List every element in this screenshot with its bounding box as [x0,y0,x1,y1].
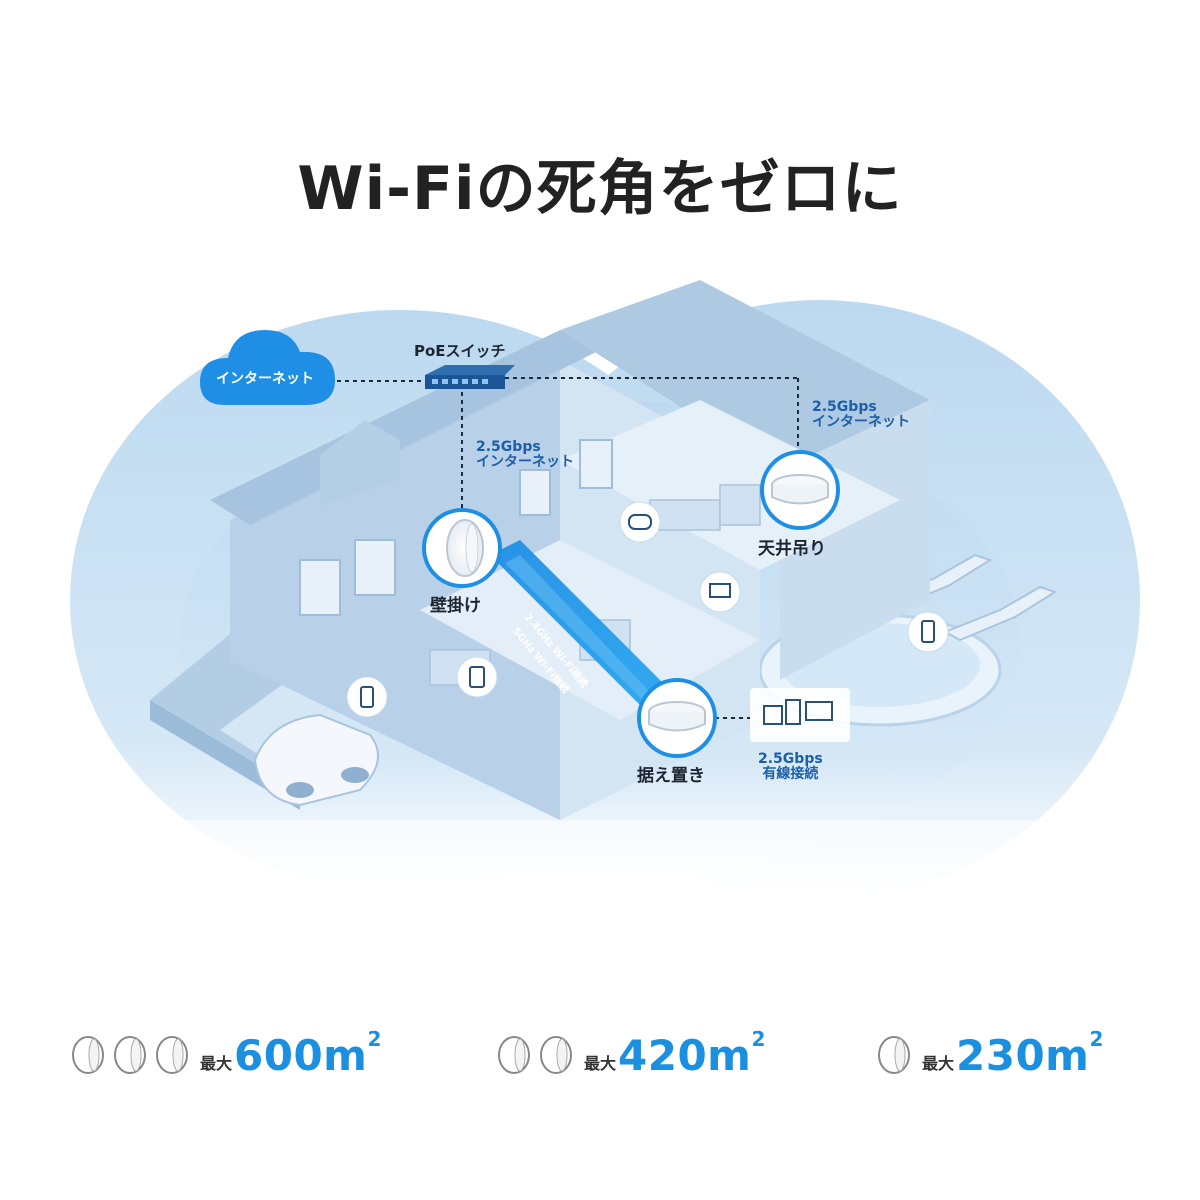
page-title: Wi-Fiの死角をゼロに [297,154,903,224]
poe-switch-icon [425,365,515,389]
ap-unit-icons [496,1035,574,1075]
ap-desk-icon [637,678,717,758]
ap-unit-icon [114,1036,146,1074]
coverage-prefix: 最大 [584,1054,617,1073]
switch-label: PoEスイッチ [414,342,506,360]
ap-ceiling-label: 天井吊り [758,539,826,559]
link-left-label: 2.5Gbps インターネット [476,439,574,471]
ap-desk-label: 据え置き [637,766,705,786]
ap-unit-icons [70,1035,190,1075]
coverage-area: 230m [956,1030,1090,1080]
ap-unit-icon [156,1036,188,1074]
ap-wall-icon [422,508,502,588]
network-links [337,377,799,719]
coverage-prefix: 最大 [200,1054,233,1073]
house-illustration [70,280,1140,900]
ap-unit-icon [540,1036,572,1074]
ap-unit-icon [878,1036,910,1074]
coverage-exponent: 2 [367,1027,382,1051]
wired-label: 2.5Gbps 有線接続 [758,751,823,783]
coverage-area: 600m [234,1030,368,1080]
coverage-exponent: 2 [751,1027,766,1051]
link-right-label: 2.5Gbps インターネット [812,399,910,431]
coverage-area: 420m [618,1030,752,1080]
cloud-label: インターネット [216,371,314,387]
ap-unit-icons [876,1035,912,1075]
cloud-icon [200,330,335,405]
network-diagram: インターネット PoEスイッチ 2.5Gbps インターネット 2.5Gbps … [70,280,1140,900]
coverage-prefix: 最大 [922,1054,955,1073]
coverage-exponent: 2 [1089,1027,1104,1051]
ap-unit-icon [72,1036,104,1074]
ap-wall-label: 壁掛け [430,596,481,616]
wired-devices-panel [750,688,850,742]
device-icons [346,501,949,718]
ap-ceiling-icon [760,450,840,530]
wifi-beam [490,540,680,715]
ap-unit-icon [498,1036,530,1074]
